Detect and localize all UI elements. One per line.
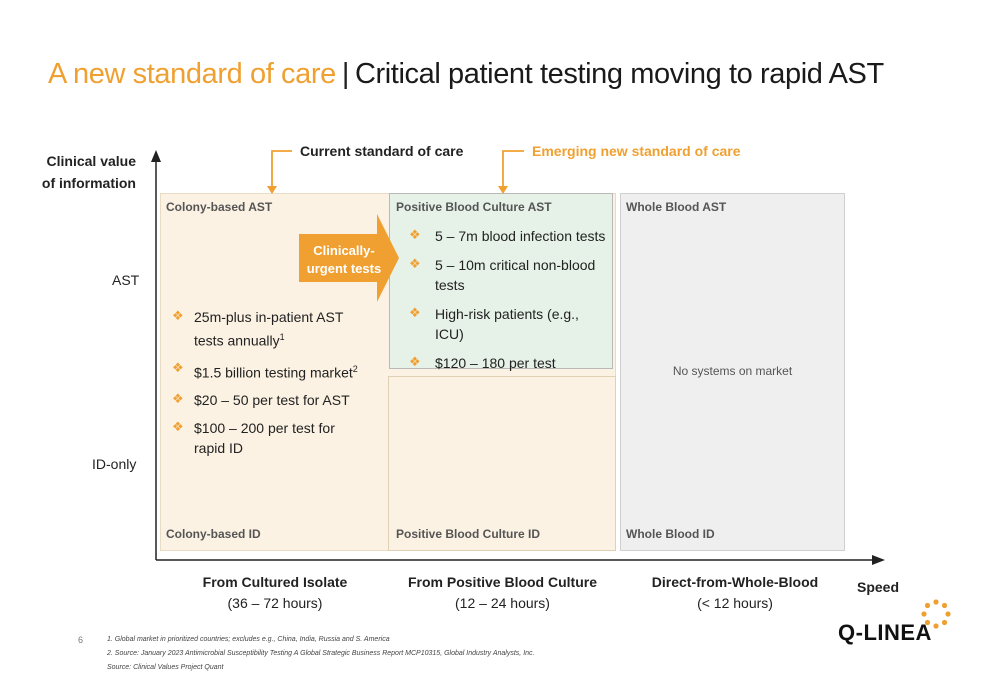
list-item: ❖$20 – 50 per test for AST [172,391,350,409]
list-item: ❖High-risk patients (e.g., ICU) [409,305,579,343]
diamond-bullet-icon: ❖ [172,419,184,435]
diamond-bullet-icon: ❖ [409,305,421,320]
y-axis-label: Clinical value of information [40,150,136,194]
pbc-ast-label: Positive Blood Culture AST [396,200,552,214]
x-category-whole-blood: Direct-from-Whole-Blood (< 12 hours) [651,574,819,611]
q-linea-logo: Q-LINEA [838,620,932,645]
q-linea-logo-ring-icon [921,599,951,629]
list-item: ❖5 – 7m blood infection tests [409,227,606,245]
title-separator: | [341,58,350,90]
diamond-bullet-icon: ❖ [409,256,421,271]
footnote-3: Source: Clinical Values Project Quant [107,664,224,671]
diamond-bullet-icon: ❖ [172,308,184,323]
y-tick-id-only: ID-only [92,456,137,472]
list-item: ❖25m-plus in-patient AST tests annually1 [172,308,344,349]
list-item: ❖$100 – 200 per test for rapid ID [172,419,335,457]
title-accent: A new standard of care [48,58,336,90]
y-axis-label-line1: Clinical value [46,153,136,169]
diamond-bullet-icon: ❖ [172,359,184,375]
urgent-arrow-shape [299,214,399,302]
list-item: ❖$120 – 180 per test [409,354,556,372]
slide-title: A new standard of care|Critical patient … [48,58,884,91]
diamond-bullet-icon: ❖ [172,391,184,407]
x-category-pbc: From Positive Blood Culture (12 – 24 hou… [407,574,597,611]
whole-blood-id-label: Whole Blood ID [626,527,715,541]
urgent-arrow-text: Clinically- urgent tests [306,243,382,276]
x-category-cultured: From Cultured Isolate (36 – 72 hours) [202,574,348,611]
pbc-ast-panel [389,193,613,369]
colony-id-label: Colony-based ID [166,527,261,541]
emerging-standard-callout: Emerging new standard of care [532,143,741,159]
page-number: 6 [78,635,84,645]
colony-bullet-list: ❖25m-plus in-patient AST tests annually1… [172,307,372,458]
pbc-id-panel [388,376,616,551]
footnote-1: 1. Global market in prioritized countrie… [107,636,390,643]
no-systems-text: No systems on market [672,364,793,378]
whole-blood-panel [620,193,845,551]
pbc-bullet-list: ❖5 – 7m blood infection tests ❖5 – 10m c… [409,226,608,373]
list-item: ❖5 – 10m critical non-blood tests [409,256,596,294]
footnote-2: 2. Source: January 2023 Antimicrobial Su… [107,650,535,657]
pbc-id-label: Positive Blood Culture ID [396,527,541,541]
diamond-bullet-icon: ❖ [409,227,421,242]
colony-ast-label: Colony-based AST [166,200,273,214]
current-standard-callout: Current standard of care [300,143,464,159]
diamond-bullet-icon: ❖ [409,354,421,369]
title-main: Critical patient testing moving to rapid… [354,58,884,90]
whole-blood-ast-label: Whole Blood AST [626,200,727,214]
y-tick-ast: AST [112,272,140,288]
y-axis-label-line2: of information [41,175,136,191]
x-axis-label: Speed [857,579,900,595]
list-item: ❖$1.5 billion testing market2 [172,359,358,381]
